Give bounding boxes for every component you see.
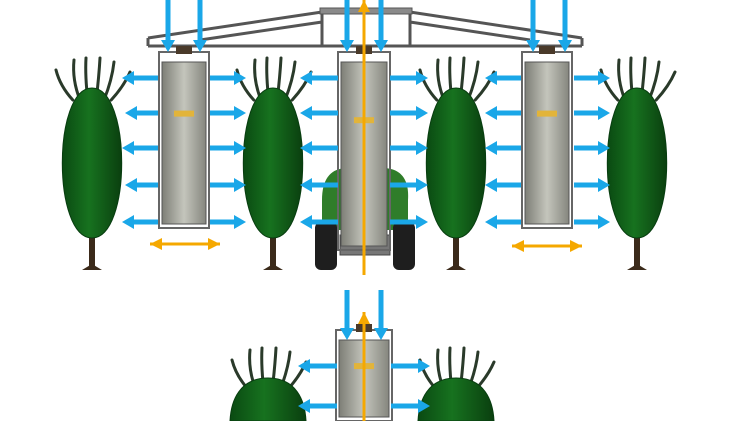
airflow-arrow-icon (300, 215, 338, 229)
tree-trunk (453, 228, 459, 270)
movement-arrow-icon (358, 0, 370, 275)
airflow-arrow-icon (391, 399, 430, 413)
airflow-arrow-icon (390, 178, 428, 192)
tree-branch (418, 68, 439, 102)
sprayer-tower-icon (521, 46, 573, 229)
airflow-arrow-icon (122, 215, 158, 229)
airflow-arrow-icon (300, 178, 338, 192)
tree-trunk (270, 228, 276, 270)
airflow-arrow-icon (122, 71, 158, 85)
tree-icon (229, 346, 308, 421)
tree-trunk (634, 228, 640, 270)
tree-canopy (425, 87, 487, 239)
movement-arrowhead (570, 240, 582, 252)
air-intake-arrow-icon (340, 290, 354, 340)
movement-arrow-icon (512, 240, 582, 252)
airflow-arrow-icon (574, 106, 610, 120)
sprayer-tower-icon (158, 46, 210, 229)
tractor-wheel (393, 222, 415, 270)
airflow-arrow-icon (485, 215, 521, 229)
tree-trunk (89, 228, 95, 270)
airflow-arrow-icon (574, 71, 610, 85)
airflow-arrow-icon (390, 71, 428, 85)
tree-roots (263, 264, 283, 270)
airflow-arrow-icon (390, 106, 428, 120)
movement-arrow-icon (150, 238, 220, 250)
airflow-arrow-icon (485, 106, 521, 120)
tree-icon (54, 56, 132, 270)
airflow-arrow-icon (390, 215, 428, 229)
airflow-arrow-icon (300, 106, 338, 120)
airflow-arrow-icon (122, 141, 158, 155)
movement-arrowhead (512, 240, 524, 252)
tree-roots (82, 264, 102, 270)
tree-canopy (417, 377, 495, 421)
airflow-arrow-icon (210, 106, 246, 120)
tree-branch (654, 70, 677, 102)
airflow-arrow-icon (125, 106, 158, 120)
airflow-arrow-icon (298, 399, 337, 413)
airflow-arrow-icon (485, 178, 521, 192)
airflow-arrow-icon (210, 178, 246, 192)
movement-arrowhead (358, 0, 370, 12)
airflow-arrow-icon (210, 215, 246, 229)
tree-canopy (606, 87, 668, 239)
tree-icon (235, 56, 313, 270)
air-intake-arrow-icon (374, 0, 388, 52)
tree-icon (417, 346, 496, 421)
tower-body (161, 61, 207, 225)
movement-arrowhead (150, 238, 162, 250)
tower-label-plate (174, 110, 194, 117)
tower-body (524, 61, 570, 225)
movement-arrowhead (208, 238, 220, 250)
tree-roots (627, 264, 647, 270)
air-intake-arrow-icon (526, 0, 540, 52)
tower-label-plate (537, 110, 557, 117)
tree-row (54, 56, 677, 421)
tree-canopy (242, 87, 304, 239)
air-intake-arrow-icon (374, 290, 388, 340)
air-intake-arrow-icon (161, 0, 175, 52)
tree-canopy (61, 87, 123, 239)
airflow-arrow-icon (485, 141, 521, 155)
tower-fan-motor (176, 46, 192, 54)
airflow-arrow-icon (298, 359, 337, 373)
air-intake-arrow-icon (340, 0, 354, 52)
airflow-arrow-icon (210, 71, 246, 85)
airflow-arrow-icon (485, 71, 521, 85)
tractor-wheel (315, 222, 337, 270)
movement-arrowhead (358, 312, 370, 324)
airflow-arrow-icon (300, 71, 338, 85)
arrows (122, 0, 610, 421)
tree-branch (54, 68, 75, 102)
airflow-arrow-icon (574, 141, 610, 155)
tower-fan-motor (539, 46, 555, 54)
air-intake-arrow-icon (193, 0, 207, 52)
airflow-arrow-icon (390, 141, 428, 155)
tree-branch (599, 68, 620, 102)
airflow-arrow-icon (300, 141, 338, 155)
airflow-arrow-icon (125, 178, 158, 192)
airflow-arrow-icon (574, 178, 610, 192)
movement-arrow-icon (358, 312, 370, 421)
tree-icon (418, 56, 496, 270)
airflow-arrow-icon (574, 215, 610, 229)
air-intake-arrow-icon (558, 0, 572, 52)
tree-branch (235, 68, 256, 102)
airflow-arrow-icon (210, 141, 246, 155)
tree-canopy (229, 377, 307, 421)
tree-roots (446, 264, 466, 270)
airflow-arrow-icon (391, 359, 430, 373)
tree-icon (599, 56, 677, 270)
